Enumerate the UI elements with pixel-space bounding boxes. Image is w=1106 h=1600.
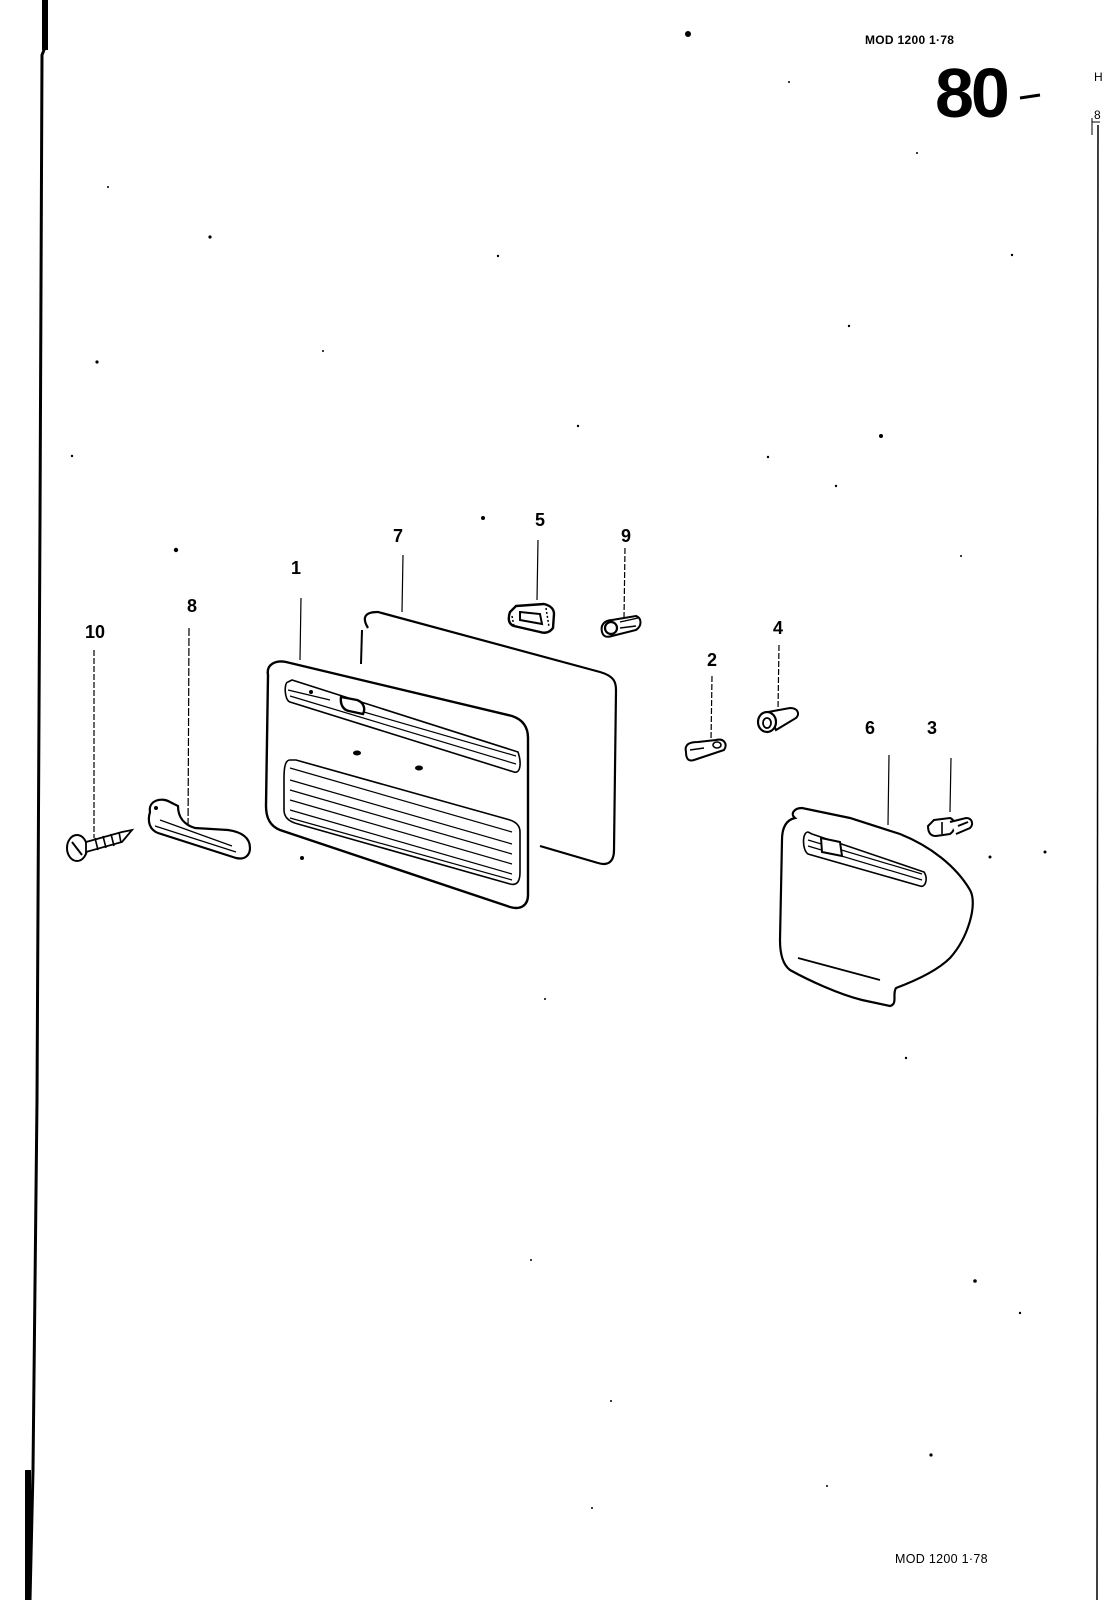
callout-3: 3 — [927, 718, 937, 738]
callout-9: 9 — [621, 526, 631, 546]
callout-4: 4 — [773, 618, 783, 638]
part-2-clip-drawing — [684, 675, 727, 762]
edge-mark-second: 8 — [1094, 108, 1101, 122]
right-edge-line — [1096, 124, 1099, 1600]
part-10-screw-drawing — [66, 650, 135, 862]
part-4-grommet-drawing — [756, 644, 799, 734]
part-8-armrest-drawing — [147, 627, 252, 860]
part-3-clip-drawing — [926, 757, 974, 838]
part-1-trim-panel-drawing — [264, 597, 530, 910]
part-6-rear-panel-drawing — [778, 754, 974, 1008]
callout-2: 2 — [707, 650, 717, 670]
binding-edge-line — [28, 0, 46, 1600]
part-5-insert-drawing — [507, 539, 556, 634]
footer-model-code: MOD 1200 1·78 — [895, 1552, 988, 1566]
binding-edge-thick-bottom — [25, 1470, 31, 1600]
callout-7: 7 — [393, 526, 403, 546]
callout-1: 1 — [291, 558, 301, 578]
header-model-code: MOD 1200 1·78 — [865, 33, 955, 47]
callout-8: 8 — [187, 596, 197, 616]
edge-mark-top: H — [1094, 70, 1103, 84]
callout-6: 6 — [865, 718, 875, 738]
scan-specks — [70, 31, 1047, 1509]
callout-5: 5 — [535, 510, 545, 530]
part-9-clip-drawing — [600, 547, 642, 638]
callout-10: 10 — [85, 622, 105, 642]
part-7-sheet-drawing — [360, 554, 618, 866]
binding-edge-thick-top — [42, 0, 48, 50]
group-number: 80 — [935, 54, 1010, 132]
